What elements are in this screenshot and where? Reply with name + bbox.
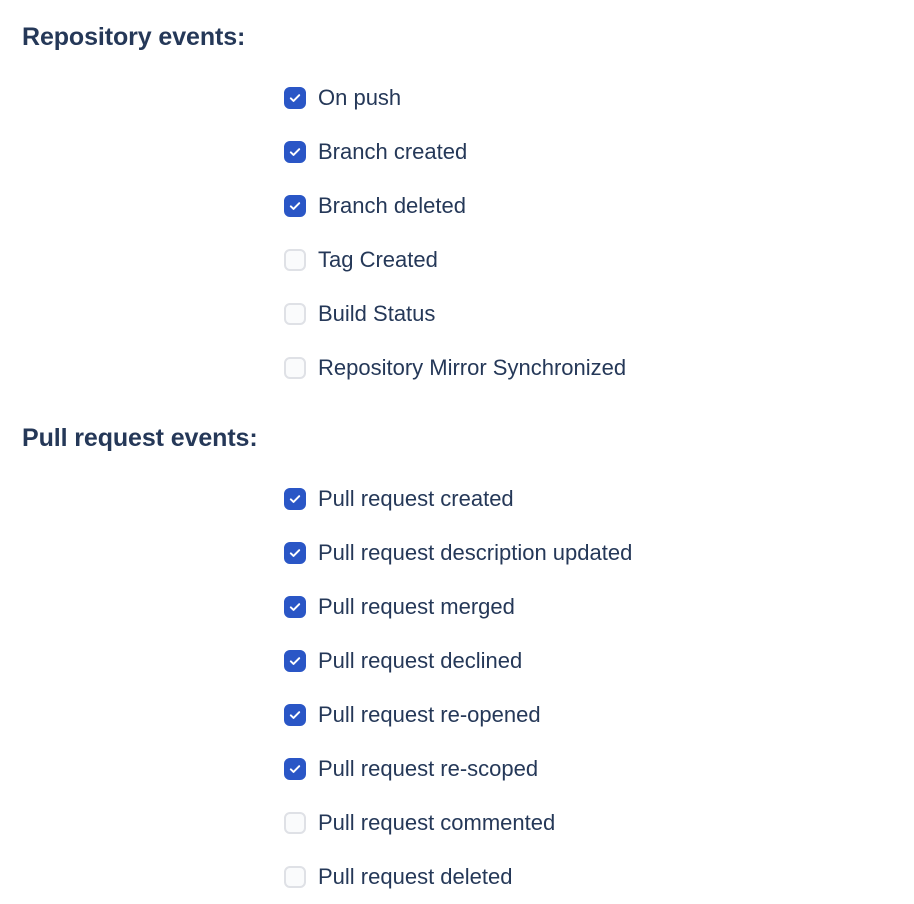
checkbox-pull-request-created[interactable] [284,488,306,510]
checkbox-branch-created[interactable] [284,141,306,163]
checkbox-pull-request-commented[interactable] [284,812,306,834]
option-label[interactable]: Tag Created [318,247,438,272]
checkbox-build-status[interactable] [284,303,306,325]
option-row[interactable]: Build Status [0,287,914,341]
pull-request-events-heading: Pull request events: [22,424,258,452]
option-row[interactable]: On push [0,71,914,125]
option-row[interactable]: Pull request created [0,472,914,526]
option-label[interactable]: On push [318,85,402,110]
option-label[interactable]: Pull request merged [318,594,515,619]
option-row[interactable]: Pull request re-opened [0,688,914,742]
checkbox-pull-request-declined[interactable] [284,650,306,672]
option-label[interactable]: Pull request re-scoped [318,756,539,781]
option-row[interactable]: Pull request re-scoped [0,742,914,796]
option-row[interactable]: Pull request commented [0,796,914,850]
checkbox-branch-deleted[interactable] [284,195,306,217]
option-label[interactable]: Pull request created [318,486,514,511]
checkbox-tag-created[interactable] [284,249,306,271]
section-pull-request-events: Pull request events: Pull request create… [0,395,914,904]
option-row[interactable]: Branch created [0,125,914,179]
option-label[interactable]: Branch deleted [318,193,466,218]
checkbox-on-push[interactable] [284,87,306,109]
checkbox-pull-request-description-updated[interactable] [284,542,306,564]
repository-events-heading: Repository events: [22,23,246,51]
option-row[interactable]: Pull request declined [0,634,914,688]
checkbox-pull-request-deleted[interactable] [284,866,306,888]
checkbox-repository-mirror-synchronized[interactable] [284,357,306,379]
option-label[interactable]: Branch created [318,139,468,164]
option-label[interactable]: Pull request commented [318,810,556,835]
option-row[interactable]: Tag Created [0,233,914,287]
option-label[interactable]: Pull request description updated [318,540,633,565]
checkbox-pull-request-re-scoped[interactable] [284,758,306,780]
option-label[interactable]: Pull request re-opened [318,702,541,727]
checkbox-pull-request-re-opened[interactable] [284,704,306,726]
option-row[interactable]: Pull request description updated [0,526,914,580]
checkbox-pull-request-merged[interactable] [284,596,306,618]
option-row[interactable]: Pull request merged [0,580,914,634]
option-label[interactable]: Repository Mirror Synchronized [318,355,627,380]
option-label[interactable]: Build Status [318,301,436,326]
option-row[interactable]: Pull request deleted [0,850,914,904]
option-row[interactable]: Branch deleted [0,179,914,233]
option-label[interactable]: Pull request declined [318,648,523,673]
option-label[interactable]: Pull request deleted [318,864,513,889]
option-row[interactable]: Repository Mirror Synchronized [0,341,914,395]
